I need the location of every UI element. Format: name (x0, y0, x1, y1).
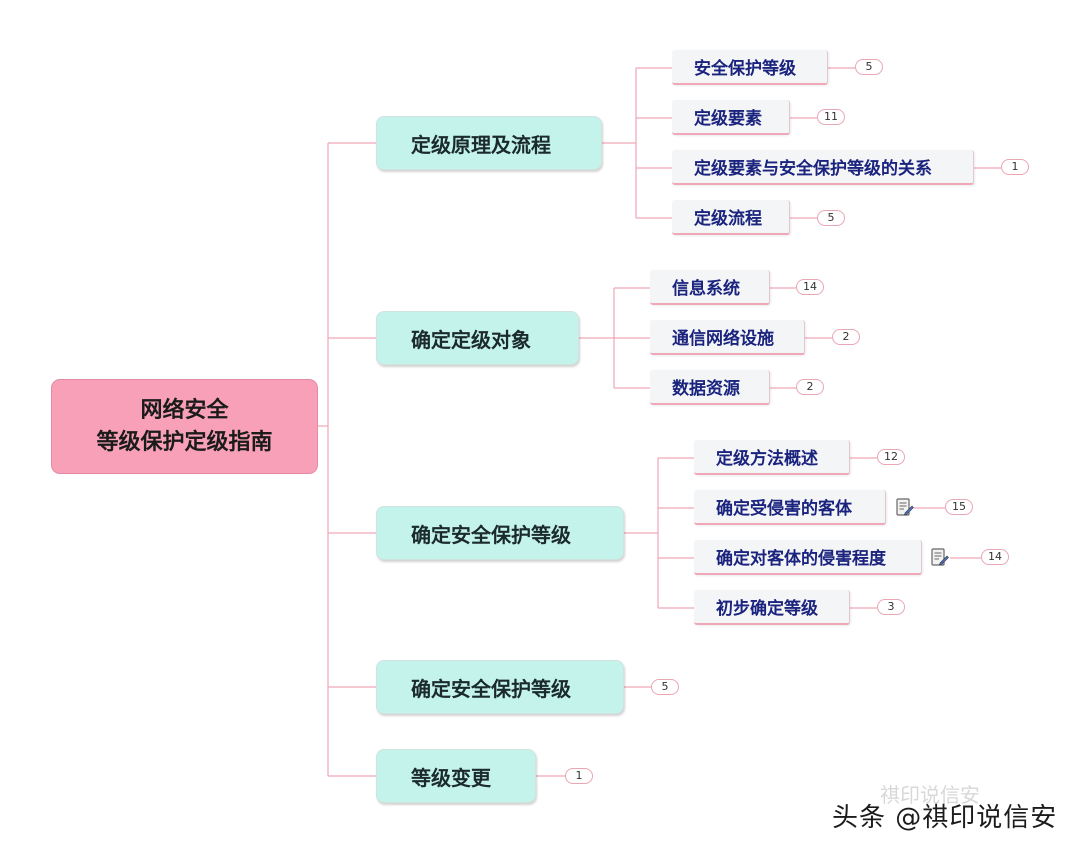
leaf-node[interactable]: 定级流程 (672, 200, 790, 235)
leaf-label: 信息系统 (672, 279, 740, 299)
count-badge[interactable]: 1 (1001, 159, 1029, 175)
leaf-label: 定级要素与安全保护等级的关系 (694, 159, 932, 179)
leaf-node[interactable]: 初步确定等级 (694, 590, 850, 625)
leaf-node[interactable]: 通信网络设施 (650, 320, 805, 355)
count-badge[interactable]: 5 (817, 210, 845, 226)
leaf-label: 初步确定等级 (716, 599, 818, 619)
count-badge[interactable]: 1 (565, 768, 593, 784)
leaf-node[interactable]: 定级要素与安全保护等级的关系 (672, 150, 974, 185)
branch-label: 定级原理及流程 (411, 132, 551, 157)
count-badge[interactable]: 14 (981, 549, 1009, 565)
count-badge[interactable]: 5 (855, 59, 883, 75)
count-badge[interactable]: 5 (651, 679, 679, 695)
leaf-label: 通信网络设施 (672, 329, 774, 349)
count-badge[interactable]: 2 (796, 379, 824, 395)
watermark-ghost: 祺印说信安 (880, 783, 980, 807)
branch-label: 等级变更 (411, 765, 491, 790)
leaf-node[interactable]: 信息系统 (650, 270, 770, 305)
leaf-label: 定级要素 (694, 109, 762, 129)
root-title-line2: 等级保护定级指南 (96, 429, 273, 455)
count-badge[interactable]: 14 (796, 279, 824, 295)
leaf-label: 数据资源 (672, 379, 740, 399)
count-badge[interactable]: 15 (945, 499, 973, 515)
branch-node[interactable]: 等级变更 (376, 749, 536, 803)
leaf-label: 安全保护等级 (694, 59, 796, 79)
branch-label: 确定安全保护等级 (411, 676, 571, 701)
branch-label: 确定安全保护等级 (411, 522, 571, 547)
leaf-node[interactable]: 定级方法概述 (694, 440, 850, 475)
leaf-node[interactable]: 确定对客体的侵害程度 (694, 540, 922, 575)
leaf-node[interactable]: 确定受侵害的客体 (694, 490, 886, 525)
root-node[interactable]: 网络安全 等级保护定级指南 (51, 379, 318, 474)
count-badge[interactable]: 11 (817, 109, 845, 125)
branch-node[interactable]: 确定安全保护等级 (376, 506, 624, 560)
leaf-node[interactable]: 安全保护等级 (672, 50, 828, 85)
count-badge[interactable]: 12 (877, 449, 905, 465)
branch-node[interactable]: 确定定级对象 (376, 311, 579, 365)
count-badge[interactable]: 2 (832, 329, 860, 345)
leaf-label: 定级流程 (694, 209, 762, 229)
branch-node[interactable]: 定级原理及流程 (376, 116, 602, 170)
leaf-node[interactable]: 数据资源 (650, 370, 770, 405)
branch-label: 确定定级对象 (411, 327, 531, 352)
leaf-label: 定级方法概述 (716, 449, 818, 469)
branch-node[interactable]: 确定安全保护等级 (376, 660, 624, 714)
leaf-label: 确定对客体的侵害程度 (716, 549, 886, 569)
watermark: 头条 @祺印说信安 (832, 803, 1058, 833)
note-icon[interactable] (931, 548, 949, 568)
note-icon[interactable] (896, 498, 914, 518)
leaf-node[interactable]: 定级要素 (672, 100, 790, 135)
root-title-line1: 网络安全 (140, 397, 229, 423)
leaf-label: 确定受侵害的客体 (716, 499, 852, 519)
count-badge[interactable]: 3 (877, 599, 905, 615)
